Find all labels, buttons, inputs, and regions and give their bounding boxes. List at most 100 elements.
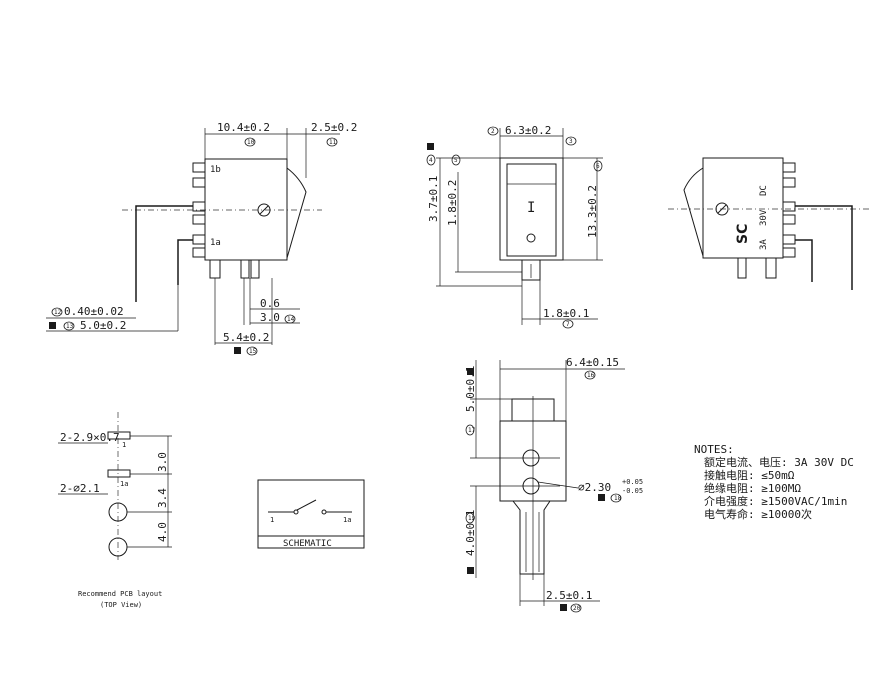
dim-pin-depth: 5.0±0.2 bbox=[80, 319, 126, 332]
dim-h1: 3.7±0.1 bbox=[427, 176, 440, 222]
bent-terminal-lower bbox=[177, 239, 193, 285]
tag-width-left: 2 bbox=[491, 128, 495, 135]
dim-bottom-top: 5.0±0.1 bbox=[464, 366, 477, 412]
tag-pin-thick: 12 bbox=[54, 309, 62, 316]
tag-pin-span: 15 bbox=[249, 348, 257, 355]
callout-tag bbox=[487, 126, 499, 136]
brand-marking: SC bbox=[735, 224, 751, 244]
dim-pcb-3-4: 3.4 bbox=[156, 488, 169, 508]
key-dimension-square bbox=[560, 604, 567, 611]
callout-tag bbox=[465, 512, 475, 524]
note-dielectric: 介电强度: ≥1500VAC/1min bbox=[704, 494, 847, 508]
tab bbox=[782, 214, 796, 225]
tag-height: 6 bbox=[596, 163, 600, 170]
tag-bottom-pin: 20 bbox=[573, 605, 581, 612]
dim-pcb-4-0: 4.0 bbox=[156, 522, 169, 542]
callout-tag bbox=[610, 493, 622, 503]
callout-tag bbox=[244, 137, 256, 147]
bent-terminal-right-lower bbox=[795, 239, 813, 282]
screw-slot bbox=[717, 204, 727, 214]
tab bbox=[192, 162, 206, 173]
dim-front-pin: 1.8±0.1 bbox=[543, 307, 589, 320]
callout-tag bbox=[593, 160, 603, 172]
callout-tag bbox=[584, 370, 596, 380]
dim-bottom-width: 6.4±0.15 bbox=[566, 356, 619, 369]
right-side-view: SC 3A 30V DC bbox=[668, 157, 870, 290]
tag-h2: 5 bbox=[454, 157, 458, 164]
contact-right bbox=[321, 509, 327, 515]
callout-tag bbox=[562, 319, 574, 329]
tag-h1: 4 bbox=[429, 157, 433, 164]
front-pin bbox=[521, 259, 541, 281]
dim-pin-thick: 0.40±0.02 bbox=[64, 305, 124, 318]
callout-tag bbox=[570, 603, 582, 613]
schematic-title: SCHEMATIC bbox=[283, 539, 332, 549]
rocker-top-band bbox=[506, 163, 557, 185]
rating-volts: 30V bbox=[759, 209, 769, 226]
tag-bottom-lower: 19 bbox=[468, 515, 476, 522]
label-1b: 1b bbox=[210, 165, 221, 175]
notes-title: NOTES: bbox=[694, 443, 734, 456]
dim-width-10-4: 10.4±0.2 bbox=[217, 121, 270, 134]
bottom-pin bbox=[250, 259, 260, 279]
contact-left bbox=[293, 509, 299, 515]
callout-tag bbox=[565, 136, 577, 146]
tag-hole: 18 bbox=[614, 495, 622, 502]
tab bbox=[192, 177, 206, 188]
key-dimension-square bbox=[467, 368, 474, 375]
bottom-pin bbox=[240, 259, 250, 279]
dim-rocker-2-5: 2.5±0.2 bbox=[311, 121, 357, 134]
dim-h2: 1.8±0.2 bbox=[446, 180, 459, 226]
tag-bottom-top: 17 bbox=[468, 427, 476, 434]
bottom-pin bbox=[765, 257, 777, 279]
screw-slot bbox=[259, 205, 269, 215]
key-dimension-square bbox=[49, 322, 56, 329]
pcb-layout: 1 1a 2-2.9×0.7 2-⌀2.1 3.0 3.4 4.0 Recomm… bbox=[58, 412, 172, 609]
left-side-view: 1b 1a 10.4±0.2 2.5±0.2 10 11 bbox=[46, 121, 357, 356]
pcb-caption: Recommend PCB layout bbox=[78, 590, 162, 598]
dim-height: 13.3±0.2 bbox=[586, 185, 599, 238]
tag-rocker: 11 bbox=[329, 139, 337, 146]
dim-front-width: 6.3±0.2 bbox=[505, 124, 551, 137]
slot-lower bbox=[107, 469, 131, 478]
dim-pcb-3-0: 3.0 bbox=[156, 452, 169, 472]
callout-tag bbox=[451, 154, 461, 166]
pcb-subcaption: (TOP View) bbox=[100, 601, 142, 609]
rating-amps: 3A bbox=[759, 239, 769, 250]
tag-pin-depth: 13 bbox=[66, 323, 74, 330]
tag-pin-pitch: 14 bbox=[287, 316, 295, 323]
tag-width-right: 3 bbox=[569, 138, 573, 145]
leader-line bbox=[537, 481, 579, 489]
tag-width: 10 bbox=[247, 139, 255, 146]
rating-dc: DC bbox=[759, 185, 769, 196]
tab bbox=[782, 234, 796, 245]
callout-tag bbox=[246, 346, 258, 356]
schematic-left-label: 1 bbox=[270, 516, 274, 524]
tag-bottom-width-id: 16 bbox=[587, 372, 595, 379]
dim-slot: 2-2.9×0.7 bbox=[60, 431, 120, 444]
tab bbox=[192, 234, 206, 245]
tab bbox=[782, 162, 796, 173]
note-life: 电气寿命: ≥10000次 bbox=[704, 507, 812, 521]
dim-pin-span: 5.4±0.2 bbox=[223, 331, 269, 344]
on-symbol: I bbox=[527, 200, 535, 216]
notes: NOTES: 额定电流、电压: 3A 30V DC 接触电阻: ≤50mΩ 绝缘… bbox=[694, 443, 854, 521]
tab bbox=[782, 177, 796, 188]
dim-hole-tol-up: +0.05 bbox=[622, 478, 643, 486]
screw-head-right bbox=[715, 202, 729, 216]
dim-pin-pitch: 3.0 bbox=[260, 311, 280, 324]
callout-tag bbox=[284, 314, 296, 324]
tab bbox=[782, 201, 796, 212]
callout-tag bbox=[426, 154, 436, 166]
pcb-label-1a: 1a bbox=[120, 480, 128, 488]
schematic-frame bbox=[257, 479, 365, 549]
front-view: I 2 6.3±0.2 3 4 3.7±0.1 5 1.8±0.2 13.3±0… bbox=[426, 124, 603, 329]
callout-tag bbox=[63, 321, 75, 331]
slot-upper bbox=[107, 431, 131, 440]
bottom-pin bbox=[737, 257, 747, 279]
note-contact-resistance: 接触电阻: ≤50mΩ bbox=[704, 468, 795, 482]
schematic: 1 1a SCHEMATIC bbox=[257, 479, 365, 549]
off-symbol bbox=[526, 233, 536, 243]
tab bbox=[192, 247, 206, 258]
callout-tag bbox=[326, 137, 338, 147]
